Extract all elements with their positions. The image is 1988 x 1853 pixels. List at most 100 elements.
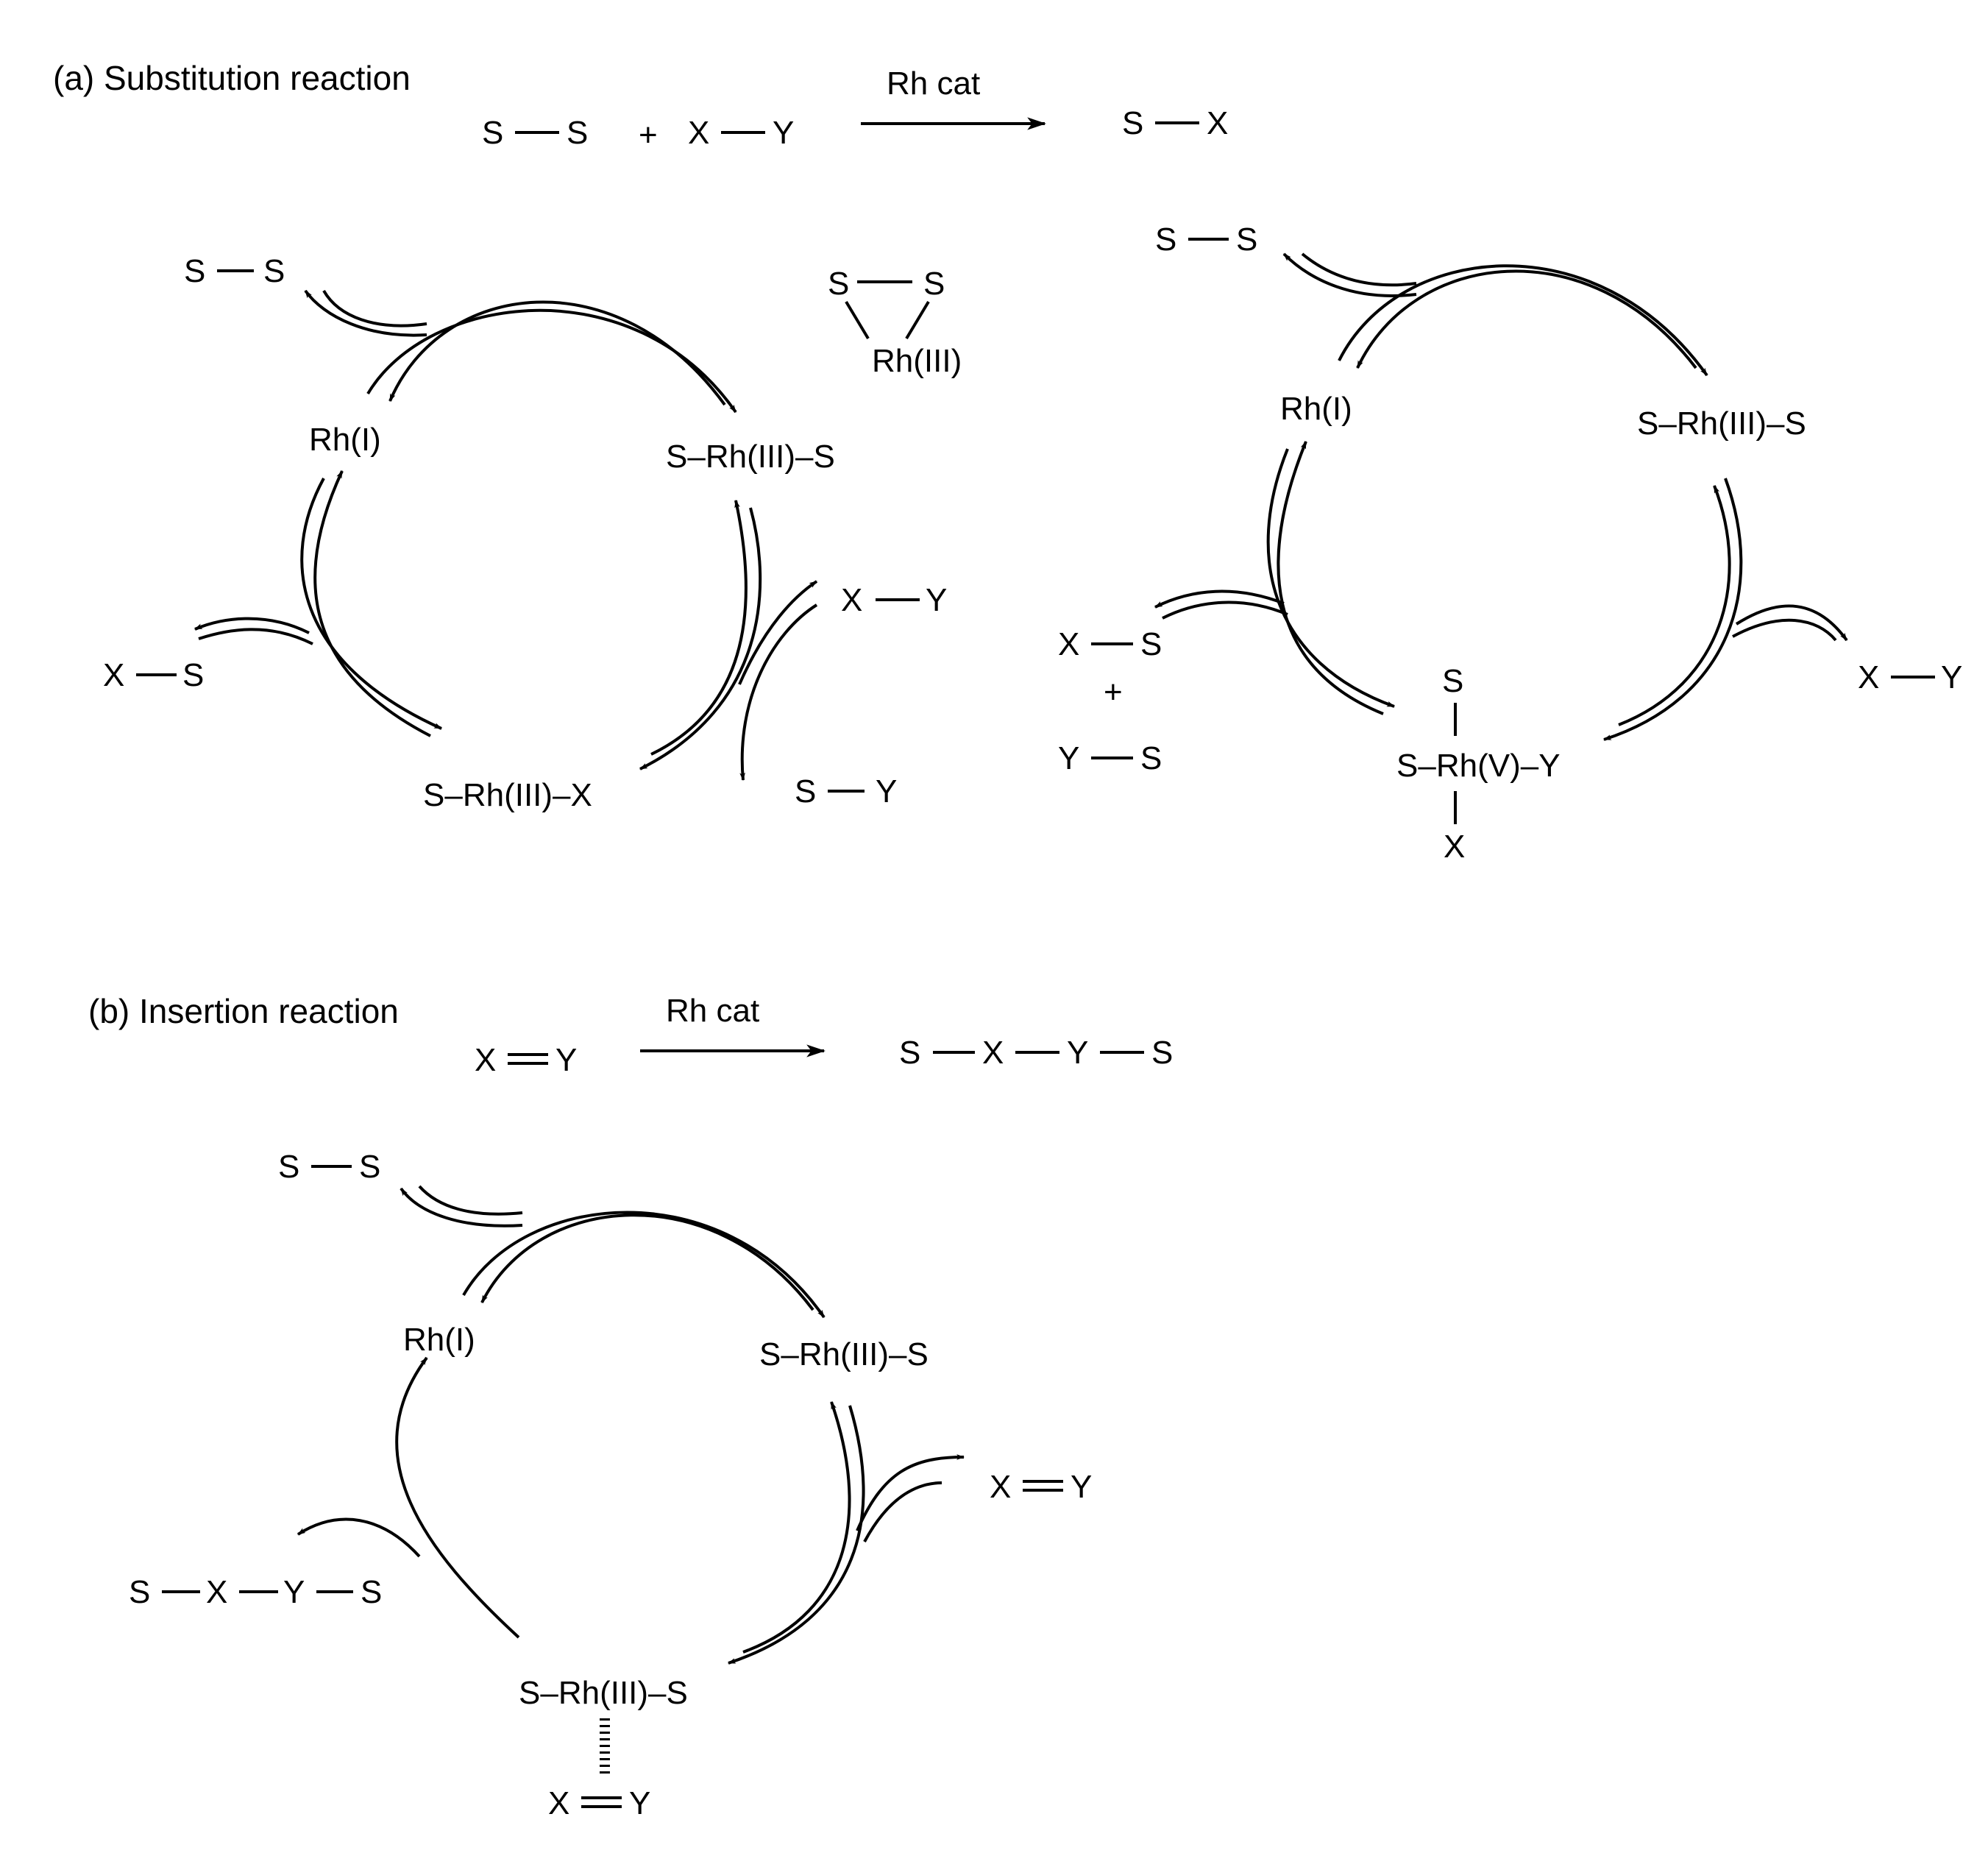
c2-arc-right-up [1618,484,1731,726]
c1-xs-release-arrow [194,617,310,634]
cycle-2: S S Rh(I) S–Rh(III)–S S S–Rh(V)–Y X X Y … [1058,222,1962,865]
c3-ss-b: S [359,1149,380,1185]
c3-coord-x: X [548,1785,569,1821]
c1-rh1: Rh(I) [309,422,381,458]
c1-rh3-ss: S–Rh(III)–S [666,439,835,475]
c1-ss-release-arrow [304,289,427,337]
c3-ss-release-arrow [400,1187,523,1227]
c1-xs-s: S [182,657,204,693]
c1-arc-left-up [313,470,431,737]
c3-arc-right-up [742,1400,851,1654]
c1-sy-release-arrow [739,603,818,782]
c3-prod-release-arrow [297,1517,421,1558]
c2-ys-s: S [1140,740,1162,776]
c1-arc-right-down [639,507,762,770]
cycle-1: S S S S Rh(III) Rh(I) S–Rh(III)–S S–Rh(I… [103,253,962,813]
product-s: S [1122,105,1143,141]
c3-rh3-complex: S–Rh(III)–S [519,1675,688,1711]
c3-coord-y: Y [629,1785,650,1821]
c2-arc-right-down [1602,478,1743,741]
c1-complex-s2: S [923,266,945,302]
product-b-1: S [899,1035,920,1071]
reactant-s1: S [482,115,503,151]
c2-ss-a: S [1155,222,1176,258]
c3-arc-top-forward [462,1211,826,1319]
c1-arc-top-reverse [388,300,726,406]
c3-arc-top-reverse [480,1214,814,1311]
c1-xs-x: X [103,657,124,693]
c2-rh5-top-s: S [1442,663,1463,699]
product-b-3: Y [1067,1035,1088,1071]
c3-prod-3: Y [283,1574,305,1610]
product-b-2: X [982,1035,1004,1071]
c2-arc-top-reverse [1356,269,1697,369]
c1-complex-bond-right [905,300,930,340]
c2-arc-left-down [1266,448,1396,708]
c2-xy-x: X [1858,659,1879,695]
reactant-x: X [688,115,709,151]
c3-xy-y: Y [1071,1469,1092,1505]
c1-xy-x: X [841,582,862,618]
reactant-b-y: Y [555,1042,577,1078]
section-b: (b) Insertion reaction X Y Rh cat S X Y … [88,992,1173,1821]
c1-rh3-sx: S–Rh(III)–X [423,777,592,813]
c2-rh1: Rh(I) [1280,391,1352,427]
reactant-b-x: X [475,1042,496,1078]
c2-ss-release-arrow-inner [1301,252,1417,287]
c1-arc-right-up [650,499,748,756]
overall-reaction-b: X Y Rh cat S X Y S [475,993,1173,1078]
c2-ss-release-arrow [1282,252,1417,297]
c1-xs-release-arrow-inner [198,628,313,645]
c3-xy-x: X [990,1469,1011,1505]
catalyst-label-b: Rh cat [666,993,759,1029]
c2-rh5: S–Rh(V)–Y [1396,748,1561,784]
c1-complex-s1: S [828,266,849,302]
catalyst-label-a: Rh cat [887,65,980,102]
section-a: (a) Substitution reaction S S + X Y Rh c… [53,59,1962,865]
c1-xy-y: Y [926,582,947,618]
product-b-4: S [1151,1035,1173,1071]
c2-ys-y: Y [1058,740,1079,776]
c3-xy-enter-arrow [856,1454,965,1531]
plus-sign: + [639,117,658,153]
c1-sy-s: S [795,773,816,809]
c2-xs-release-arrow-inner [1162,600,1288,620]
section-b-heading: (b) Insertion reaction [88,992,399,1030]
c1-ss-release-arrow-inner [322,290,427,327]
c2-arc-top-forward [1338,264,1708,377]
c3-rh1: Rh(I) [403,1322,475,1358]
c1-complex-bond-left [845,300,870,340]
overall-reaction-a: S S + X Y Rh cat S X [482,65,1228,153]
c1-xy-enter-arrow [738,580,818,685]
c1-sy-y: Y [876,773,897,809]
c3-prod-2: X [206,1574,227,1610]
c3-arc-left-up [395,1356,520,1639]
product-x: X [1207,105,1228,141]
c2-xs-x: X [1058,626,1079,662]
c2-xs-s: S [1140,626,1162,662]
reactant-y: Y [773,115,794,151]
c2-xs-release-arrow [1154,589,1285,609]
c3-arc-right-down [727,1405,865,1665]
c2-rh3-ss: S–Rh(III)–S [1637,405,1806,442]
c1-ss-a: S [184,253,205,289]
reactant-s2: S [567,115,588,151]
c1-arc-left-down [300,478,443,730]
c2-xy-y: Y [1941,659,1962,695]
c2-rh5-bottom-x: X [1444,829,1465,865]
c3-ss-release-arrow-inner [418,1185,523,1216]
c3-ss-a: S [278,1149,299,1185]
c3-prod-4: S [361,1574,382,1610]
cycle-3: S S Rh(I) S–Rh(III)–S X Y S–Rh(III)–S X … [129,1149,1092,1821]
c2-ss-b: S [1236,222,1257,258]
c3-xy-enter-arrow-inner [863,1481,942,1542]
c2-xy-release-arrow [1735,604,1848,642]
c2-plus: + [1104,674,1123,710]
c3-rh3-ss: S–Rh(III)–S [759,1336,929,1372]
section-a-heading: (a) Substitution reaction [53,59,411,97]
c1-ss-b: S [263,253,285,289]
c1-complex-rh: Rh(III) [872,343,962,379]
c2-xy-release-arrow-inner [1732,618,1837,642]
c3-prod-1: S [129,1574,150,1610]
